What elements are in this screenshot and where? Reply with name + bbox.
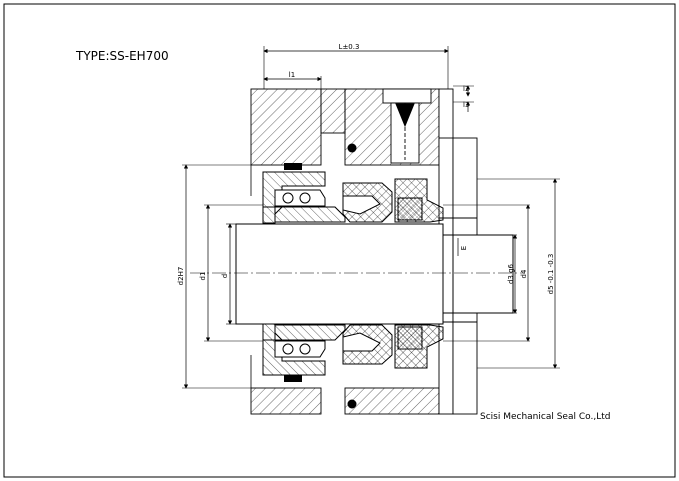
drawing-frame <box>3 3 676 478</box>
dim-overall-length: L±0.3 <box>339 43 360 51</box>
dim-diameter-1: d1 <box>199 272 207 281</box>
dim-diameter-5: d5 -0.1 -0.3 <box>547 254 555 295</box>
drawing-title: TYPE:SS-EH700 <box>75 49 169 63</box>
flush-connection <box>382 88 432 164</box>
o-ring-upper-left-icon <box>284 163 302 170</box>
housing-upper <box>250 88 440 196</box>
seal-cartridge-lower <box>262 323 444 376</box>
dim-bore-diameter: d2H7 <box>177 267 185 286</box>
dim-length-1: l1 <box>289 71 295 79</box>
dim-length-2: l2 <box>463 85 469 93</box>
dim-diameter-4: d4 <box>520 269 528 278</box>
seal-cartridge-upper <box>262 171 444 224</box>
dim-small-offset: E <box>460 246 468 250</box>
company-name: Scisi Mechanical Seal Co.,Ltd <box>480 412 610 422</box>
dim-length-3: l3 <box>463 101 469 109</box>
o-ring-lower-left-icon <box>284 375 302 382</box>
shaft <box>235 223 514 325</box>
dim-diameter-3: d3 g6 <box>507 263 515 284</box>
dim-shaft-diameter: d <box>221 274 229 278</box>
extension-lines <box>182 46 560 389</box>
housing-lower <box>250 355 440 415</box>
dimension-lines <box>183 48 558 389</box>
o-ring-upper-icon <box>347 143 357 153</box>
o-ring-lower-icon <box>347 399 357 409</box>
